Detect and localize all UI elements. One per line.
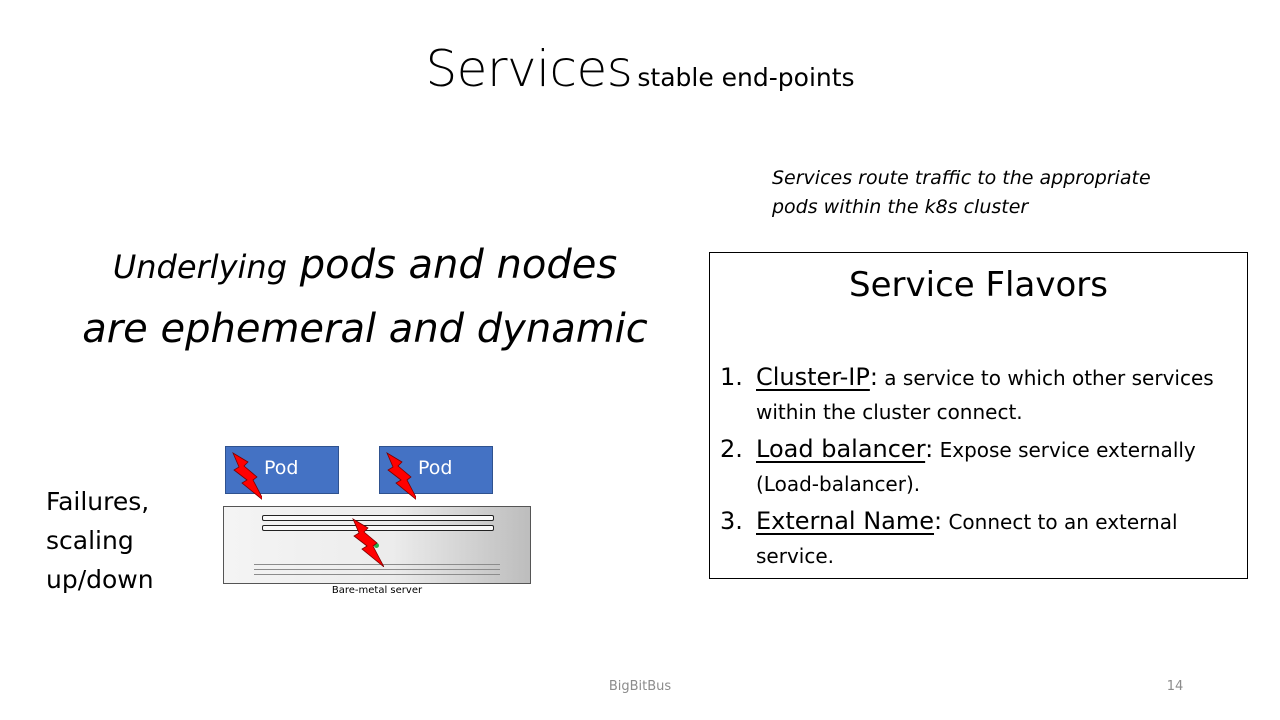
failures-line: Failures, <box>46 487 150 516</box>
flavor-item: 1. Cluster-IP: a service to which other s… <box>720 361 1235 430</box>
ephemeral-part1: Underlying <box>112 248 287 286</box>
flavor-description: Connect to an external service. <box>756 510 1178 568</box>
pod-box: Pod <box>225 446 339 500</box>
server-vent-line <box>254 574 500 575</box>
pod-label: Pod <box>264 457 299 479</box>
flavor-item: 2. Load balancer: Expose service external… <box>720 433 1235 502</box>
title-subtitle: stable end-points <box>637 63 855 92</box>
server-label: Bare-metal server <box>331 585 423 596</box>
flavor-description: a service to which other services within… <box>756 366 1214 424</box>
footer-text: BigBitBus <box>608 679 672 694</box>
flavor-number: 1. <box>720 363 743 391</box>
lightning-bolt-icon <box>352 518 384 567</box>
flavor-number: 3. <box>720 507 743 535</box>
server-status-led <box>374 543 379 548</box>
server-vent-line <box>254 564 500 565</box>
failures-line: scaling <box>46 526 134 555</box>
service-flavors-heading: Service Flavors <box>849 265 1108 305</box>
service-flavors-list: 1. Cluster-IP: a service to which other s… <box>720 361 1235 577</box>
bare-metal-server <box>223 506 531 584</box>
server-drive-bay <box>262 515 494 521</box>
service-flavors-box: Service Flavors 1. Cluster-IP: a service … <box>709 252 1248 579</box>
server-vent-line <box>254 569 500 570</box>
ephemeral-line2: are ephemeral and dynamic <box>82 306 648 352</box>
lightning-bolt-icon <box>232 452 262 500</box>
flavor-description: Expose service externally (Load-balancer… <box>756 438 1196 496</box>
slide-number: 14 <box>1166 679 1184 694</box>
flavor-name: External Name <box>756 507 935 535</box>
pod-box: Pod <box>379 446 493 500</box>
pod-label: Pod <box>418 457 453 479</box>
failures-line: up/down <box>46 565 154 594</box>
flavor-colon: : <box>869 363 878 391</box>
failures-text: Failures, scaling up/down <box>46 482 206 599</box>
flavor-colon: : <box>925 435 934 463</box>
route-note: Services route traffic to the appropriat… <box>772 167 1151 218</box>
flavor-name: Load balancer <box>756 435 926 463</box>
flavor-colon: : <box>934 507 943 535</box>
ephemeral-statement: Underlying pods and nodes are ephemeral … <box>70 237 660 365</box>
slide-title: Services stable end-points <box>0 40 1280 98</box>
flavor-item: 3. External Name: Connect to an external … <box>720 505 1235 574</box>
flavor-number: 2. <box>720 435 743 463</box>
server-drive-bay <box>262 525 494 531</box>
lightning-bolt-icon <box>386 452 416 500</box>
title-main: Services <box>425 40 633 98</box>
ephemeral-part2: pods and nodes <box>287 242 618 288</box>
flavor-name: Cluster-IP <box>756 363 870 391</box>
